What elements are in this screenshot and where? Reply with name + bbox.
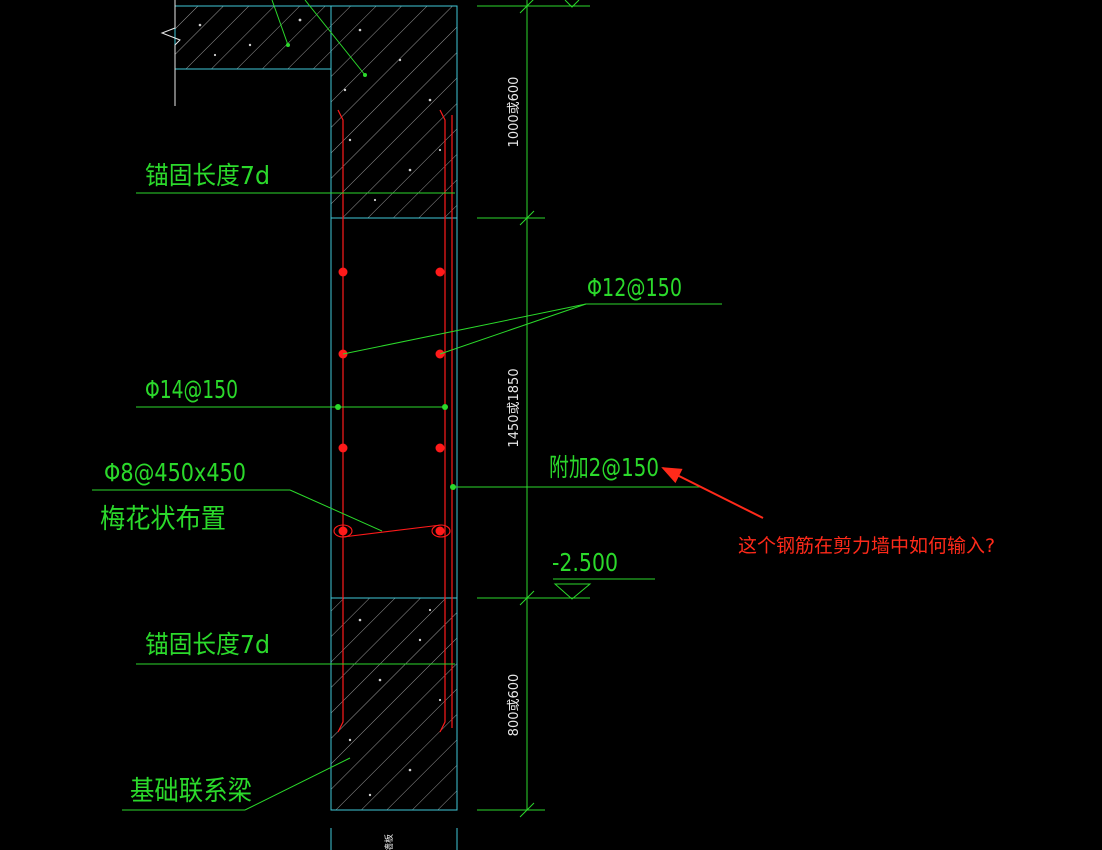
label-anchorage-bottom: 锚固长度7d xyxy=(145,630,270,659)
dim-text-middle: 1450或1850 xyxy=(507,368,522,447)
concrete-aggregate xyxy=(198,18,442,797)
bottom-stub-text: 墙板 xyxy=(383,834,395,850)
tie-bar xyxy=(333,524,451,538)
rebar-dots xyxy=(338,267,445,536)
question-arrow xyxy=(661,467,764,519)
dimension-line xyxy=(477,0,590,818)
annotation-leaders xyxy=(92,192,722,811)
label-tie-8: Φ8@450x450 xyxy=(104,458,246,487)
slab-leaders xyxy=(271,0,366,76)
top-elevation-mark xyxy=(564,0,580,8)
label-bar-12: Φ12@150 xyxy=(587,273,682,302)
label-foundation-beam: 基础联系梁 xyxy=(130,776,252,807)
leader-dots xyxy=(286,43,456,490)
label-elevation: -2.500 xyxy=(552,548,618,577)
label-bar-14: Φ14@150 xyxy=(145,375,238,404)
wall-outline xyxy=(330,218,458,850)
concrete-wall-bottom xyxy=(330,597,458,811)
concrete-slab-top xyxy=(174,5,332,70)
dim-text-top: 1000或600 xyxy=(507,77,522,148)
void-dashed-borders xyxy=(331,217,457,599)
dim-text-bottom: 800或600 xyxy=(507,674,522,737)
concrete-wall-top xyxy=(330,5,458,219)
label-anchorage-top: 锚固长度7d xyxy=(145,161,270,190)
label-tie-pattern: 梅花状布置 xyxy=(100,504,226,535)
question-text: 这个钢筋在剪力墙中如何输入? xyxy=(738,535,995,557)
break-line-symbol xyxy=(160,0,181,106)
vertical-rebars xyxy=(337,109,453,733)
elevation-triangle xyxy=(553,583,592,600)
label-additional: 附加2@150 xyxy=(549,453,659,482)
